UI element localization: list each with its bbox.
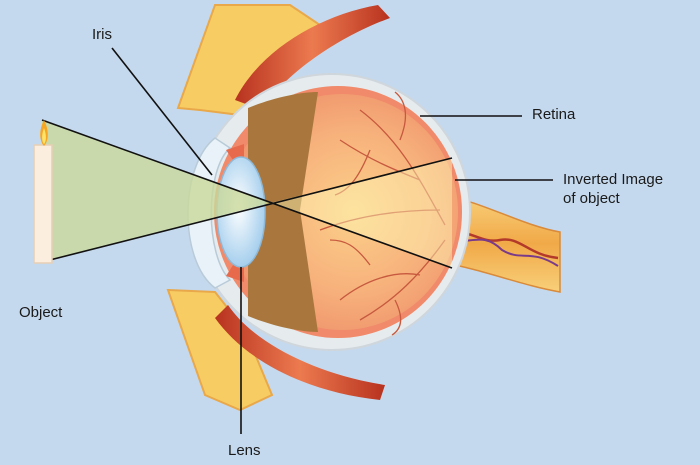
lower-muscle: [215, 305, 385, 400]
retina-vessels: [319, 91, 446, 336]
ciliary-body: [248, 92, 318, 332]
inverted-image-label-line2: of object: [563, 190, 620, 207]
lower-fat-pad: [166, 288, 274, 412]
upper-muscle: [235, 5, 390, 110]
retina-label: Retina: [532, 106, 576, 123]
iris-label: Iris: [92, 26, 112, 43]
lens-label: Lens: [228, 442, 261, 459]
iris-leader-line: [111, 47, 213, 176]
inverted-image-label-line1: Inverted Image: [563, 171, 664, 188]
inverted-image-cone: [270, 158, 452, 268]
object-label: Object: [19, 304, 63, 321]
light-cone: [42, 120, 270, 262]
candle-icon: [33, 120, 53, 264]
